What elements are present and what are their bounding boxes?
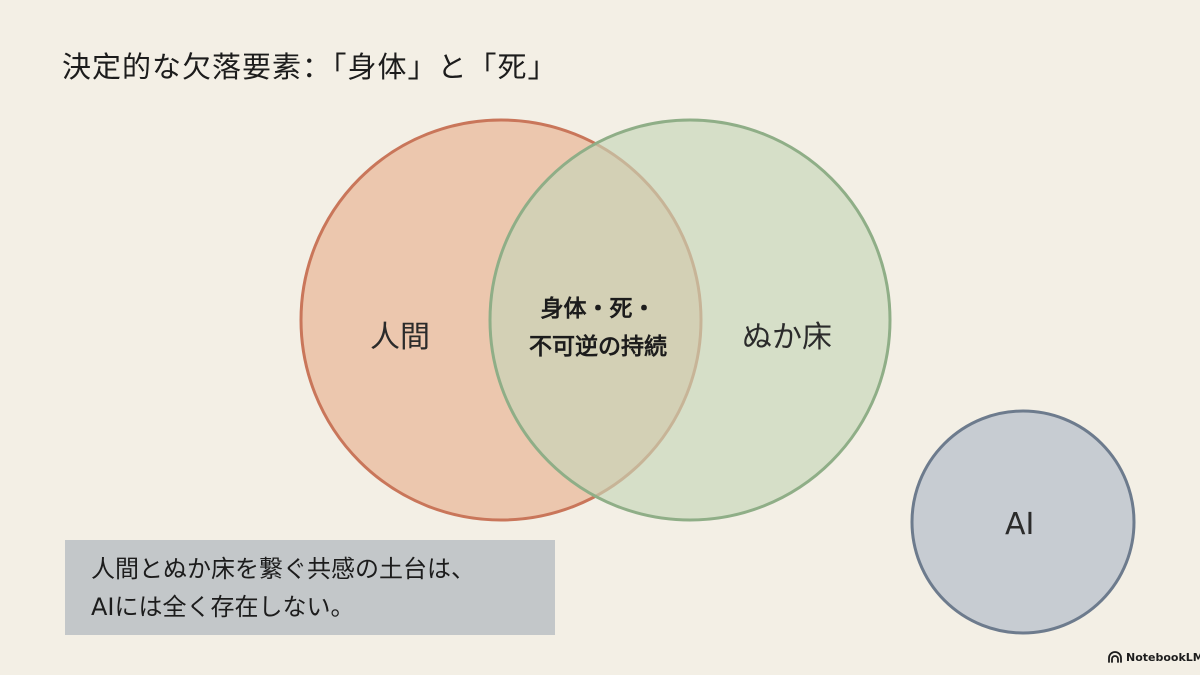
circle-label-ai: AI: [1005, 507, 1035, 542]
intersection-label: 身体・死・ 不可逆の持続: [498, 290, 698, 366]
intersection-label-line-1: 身体・死・: [540, 296, 656, 322]
circle-nukadoko: [488, 118, 892, 522]
slide-title: 決定的な欠落要素：「身体」と「死」: [62, 50, 558, 84]
circle-ai: [910, 409, 1136, 635]
callout-box: 人間とぬか床を繋ぐ共感の土台は、 AIには全く存在しない。: [65, 540, 555, 635]
callout-line-1: 人間とぬか床を繋ぐ共感の土台は、: [91, 555, 475, 583]
intersection-label-line-2: 不可逆の持続: [529, 334, 667, 360]
circle-label-human: 人間: [370, 320, 430, 355]
notebooklm-logo-icon: [1108, 651, 1122, 663]
brand-text: NotebookLM: [1126, 650, 1200, 664]
circle-label-nukadoko: ぬか床: [742, 320, 832, 355]
callout-line-2: AIには全く存在しない。: [91, 593, 355, 621]
brand-watermark: NotebookLM: [1108, 650, 1200, 664]
